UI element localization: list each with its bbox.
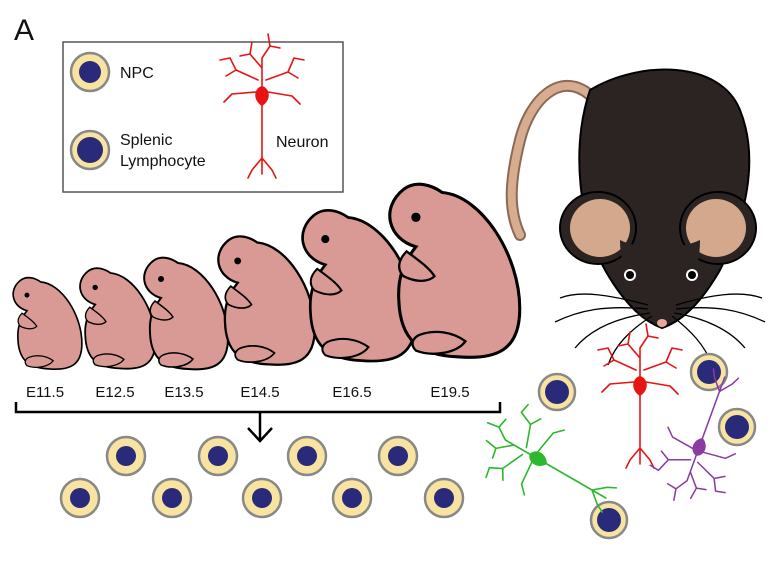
stage-label: E19.5	[430, 384, 469, 401]
lymphocyte-cell-group	[537, 352, 757, 540]
npc-cell-icon	[151, 477, 193, 519]
npc-cell-icon	[331, 477, 373, 519]
stage-label: E16.5	[332, 384, 371, 401]
stage-label: E11.5	[26, 384, 64, 401]
legend-npc-label: NPC	[120, 65, 154, 82]
legend-lymphocyte-icon	[69, 129, 111, 171]
neuron-icon	[597, 323, 683, 469]
npc-cell-icon	[197, 435, 239, 477]
mouse-icon	[505, 68, 766, 366]
stage-labels: E11.5 E12.5 E13.5 E14.5 E16.5 E19.5	[26, 384, 470, 401]
legend-lymphocyte-label-1: Splenic	[120, 132, 172, 149]
legend-lymphocyte-label-2: Lymphocyte	[120, 153, 206, 170]
embryo-row	[12, 182, 522, 371]
stage-label: E12.5	[95, 384, 134, 401]
lymphocyte-cell-icon	[589, 500, 629, 540]
npc-cell-icon	[423, 477, 465, 519]
stage-label: E14.5	[240, 384, 279, 401]
npc-cell-icon	[59, 477, 101, 519]
npc-cell-icon	[241, 477, 283, 519]
npc-cell-icon	[377, 435, 419, 477]
npc-cell-icon	[286, 435, 328, 477]
pooling-bracket	[14, 402, 502, 443]
embryo-icon	[12, 276, 83, 371]
arrow-down-icon	[247, 412, 273, 443]
npc-cell-group	[59, 435, 465, 519]
legend-neuron-label: Neuron	[276, 134, 328, 151]
embryo-icon	[217, 235, 316, 366]
stage-label: E13.5	[164, 384, 203, 401]
embryo-icon	[143, 256, 230, 371]
lymphocyte-cell-icon	[537, 372, 577, 412]
lymphocyte-cell-icon	[717, 407, 757, 447]
npc-cell-icon	[105, 435, 147, 477]
embryo-icon	[388, 182, 522, 359]
panel-label: A	[14, 14, 34, 47]
legend-box: NPC Splenic Lymphocyte Neuron	[62, 33, 344, 193]
legend-npc-icon	[69, 51, 111, 93]
